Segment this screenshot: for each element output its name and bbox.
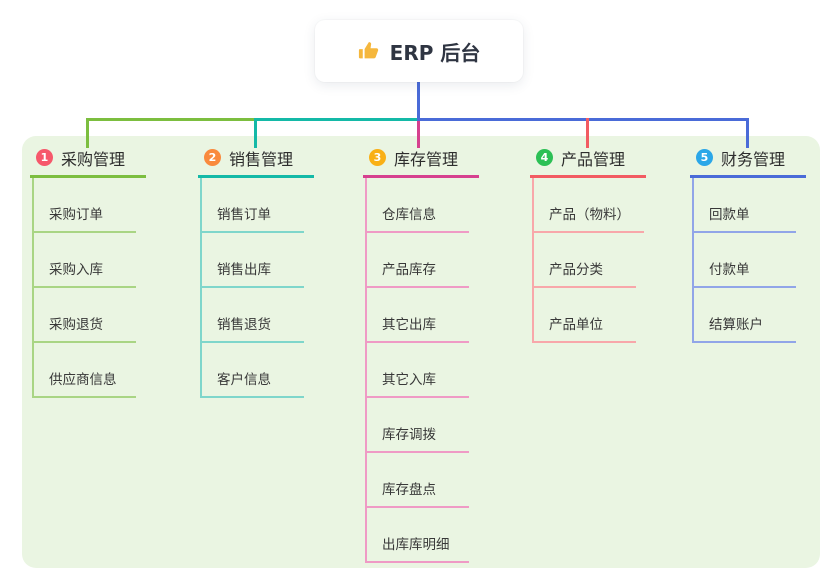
root-stem-line (417, 82, 420, 120)
bus-line-finance (417, 118, 749, 121)
branch-children: 销售订单 销售出库 销售退货 客户信息 (200, 178, 314, 398)
branch-children: 产品（物料） 产品分类 产品单位 (532, 178, 646, 343)
branch-number-badge: 4 (536, 149, 553, 166)
branch-title: 采购管理 (61, 149, 126, 169)
branch-title: 库存管理 (394, 149, 459, 169)
drop-line-sales (254, 118, 257, 148)
branch-children: 采购订单 采购入库 采购退货 供应商信息 (32, 178, 146, 398)
child-node[interactable]: 结算账户 (694, 288, 796, 343)
child-node[interactable]: 销售退货 (202, 288, 304, 343)
child-node[interactable]: 仓库信息 (367, 178, 469, 233)
branch-title: 销售管理 (229, 149, 294, 169)
branch-finance: 5 财务管理 回款单 付款单 结算账户 (690, 146, 806, 343)
child-node[interactable]: 采购退货 (34, 288, 136, 343)
bus-line-purchase (86, 118, 254, 121)
branch-node-product[interactable]: 4 产品管理 (530, 146, 646, 178)
child-node[interactable]: 库存盘点 (367, 453, 469, 508)
bus-line-sales (254, 118, 419, 121)
branch-purchase: 1 采购管理 采购订单 采购入库 采购退货 供应商信息 (30, 146, 146, 398)
child-node[interactable]: 采购入库 (34, 233, 136, 288)
root-title: ERP 后台 (389, 40, 481, 65)
child-node[interactable]: 产品库存 (367, 233, 469, 288)
branch-title: 产品管理 (561, 149, 626, 169)
drop-line-finance (746, 118, 749, 148)
child-node[interactable]: 出库库明细 (367, 508, 469, 563)
child-node[interactable]: 客户信息 (202, 343, 304, 398)
branch-node-inventory[interactable]: 3 库存管理 (363, 146, 479, 178)
branch-number-badge: 1 (36, 149, 53, 166)
child-node[interactable]: 供应商信息 (34, 343, 136, 398)
child-node[interactable]: 库存调拨 (367, 398, 469, 453)
child-node[interactable]: 采购订单 (34, 178, 136, 233)
thumbs-up-icon (358, 40, 380, 62)
child-node[interactable]: 付款单 (694, 233, 796, 288)
child-node[interactable]: 产品单位 (534, 288, 636, 343)
child-node[interactable]: 销售订单 (202, 178, 304, 233)
root-node[interactable]: ERP 后台 (315, 20, 523, 82)
branch-node-finance[interactable]: 5 财务管理 (690, 146, 806, 178)
branch-number-badge: 5 (696, 149, 713, 166)
child-node[interactable]: 产品（物料） (534, 178, 644, 233)
branch-number-badge: 2 (204, 149, 221, 166)
child-node[interactable]: 其它入库 (367, 343, 469, 398)
branch-node-purchase[interactable]: 1 采购管理 (30, 146, 146, 178)
branch-number-badge: 3 (369, 149, 386, 166)
branch-title: 财务管理 (721, 149, 786, 169)
branch-children: 回款单 付款单 结算账户 (692, 178, 806, 343)
branch-inventory: 3 库存管理 仓库信息 产品库存 其它出库 其它入库 库存调拨 库存盘点 出库库… (363, 146, 479, 563)
child-node[interactable]: 销售出库 (202, 233, 304, 288)
child-node[interactable]: 回款单 (694, 178, 796, 233)
branch-children: 仓库信息 产品库存 其它出库 其它入库 库存调拨 库存盘点 出库库明细 (365, 178, 479, 563)
branch-node-sales[interactable]: 2 销售管理 (198, 146, 314, 178)
child-node[interactable]: 其它出库 (367, 288, 469, 343)
branch-sales: 2 销售管理 销售订单 销售出库 销售退货 客户信息 (198, 146, 314, 398)
drop-line-inventory (417, 121, 420, 148)
branches-panel (22, 136, 820, 568)
branch-product: 4 产品管理 产品（物料） 产品分类 产品单位 (530, 146, 646, 343)
drop-line-purchase (86, 118, 89, 148)
drop-line-product (586, 118, 589, 148)
child-node[interactable]: 产品分类 (534, 233, 636, 288)
